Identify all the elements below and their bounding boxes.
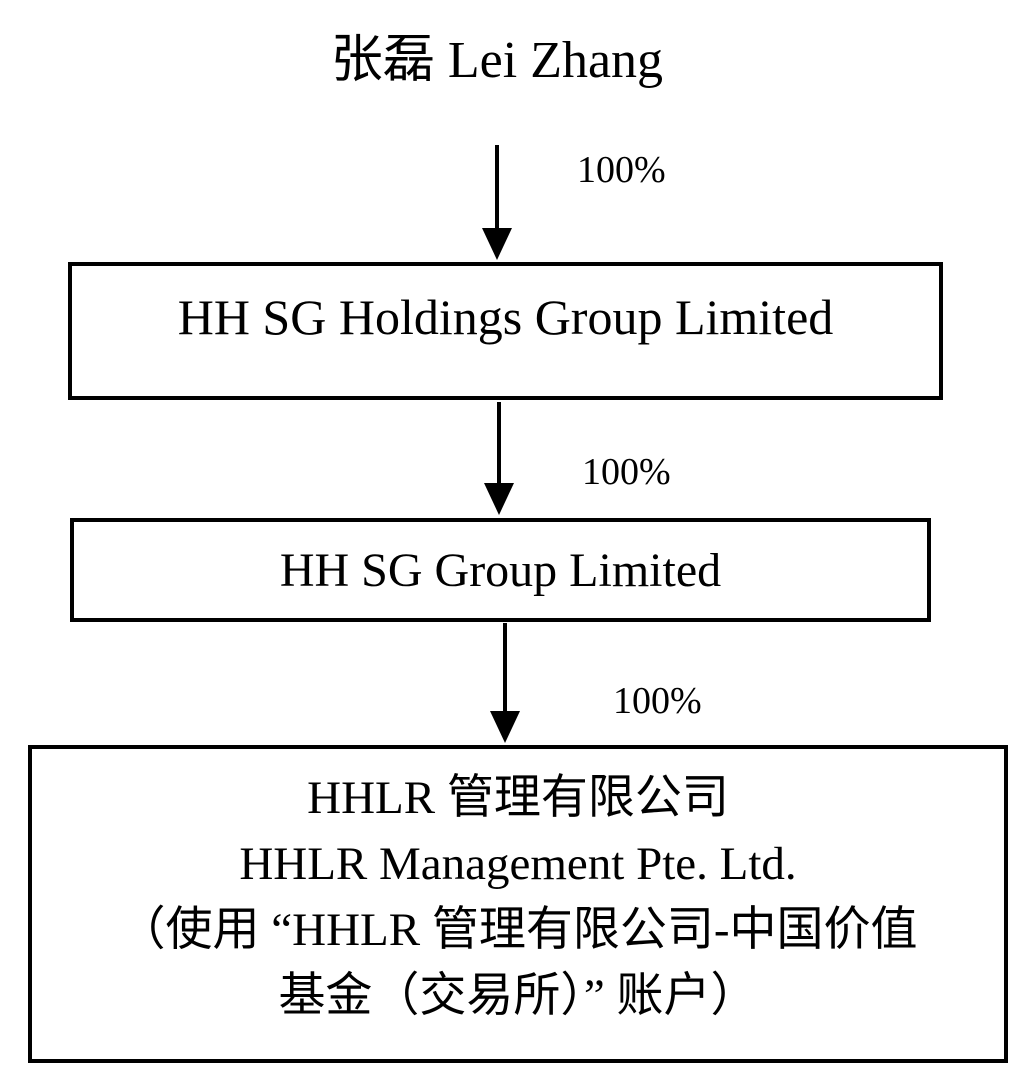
arrow-head-icon <box>484 483 514 515</box>
ownership-arrow-3 <box>490 623 520 743</box>
node-account-note-line-1: （使用 “HHLR 管理有限公司-中国价值 <box>118 904 918 956</box>
arrow-stem <box>497 402 501 485</box>
arrow-stem <box>495 145 499 230</box>
arrow-head-icon <box>490 711 520 743</box>
node-hh-sg-group-limited: HH SG Group Limited <box>70 518 931 622</box>
ownership-arrow-1 <box>482 145 512 260</box>
arrow-stem <box>503 623 507 713</box>
ownership-percentage-3: 100% <box>613 680 702 722</box>
node-account-note-line-2: 基金（交易所）” 账户） <box>278 970 758 1022</box>
node-label: HH SG Group Limited <box>279 543 722 597</box>
ownership-arrow-2 <box>484 402 514 515</box>
node-label-en: HHLR Management Pte. Ltd. <box>239 838 797 890</box>
root-owner-name: 张磊 Lei Zhang <box>330 32 664 89</box>
arrow-head-icon <box>482 228 512 260</box>
ownership-percentage-2: 100% <box>582 451 671 493</box>
node-hhlr-management: HHLR 管理有限公司 HHLR Management Pte. Ltd. （使… <box>28 745 1008 1063</box>
node-label: HH SG Holdings Group Limited <box>177 289 834 345</box>
node-label-cn: HHLR 管理有限公司 <box>307 772 729 824</box>
node-hh-sg-holdings-group-limited: HH SG Holdings Group Limited <box>68 262 943 400</box>
ownership-percentage-1: 100% <box>577 149 666 191</box>
